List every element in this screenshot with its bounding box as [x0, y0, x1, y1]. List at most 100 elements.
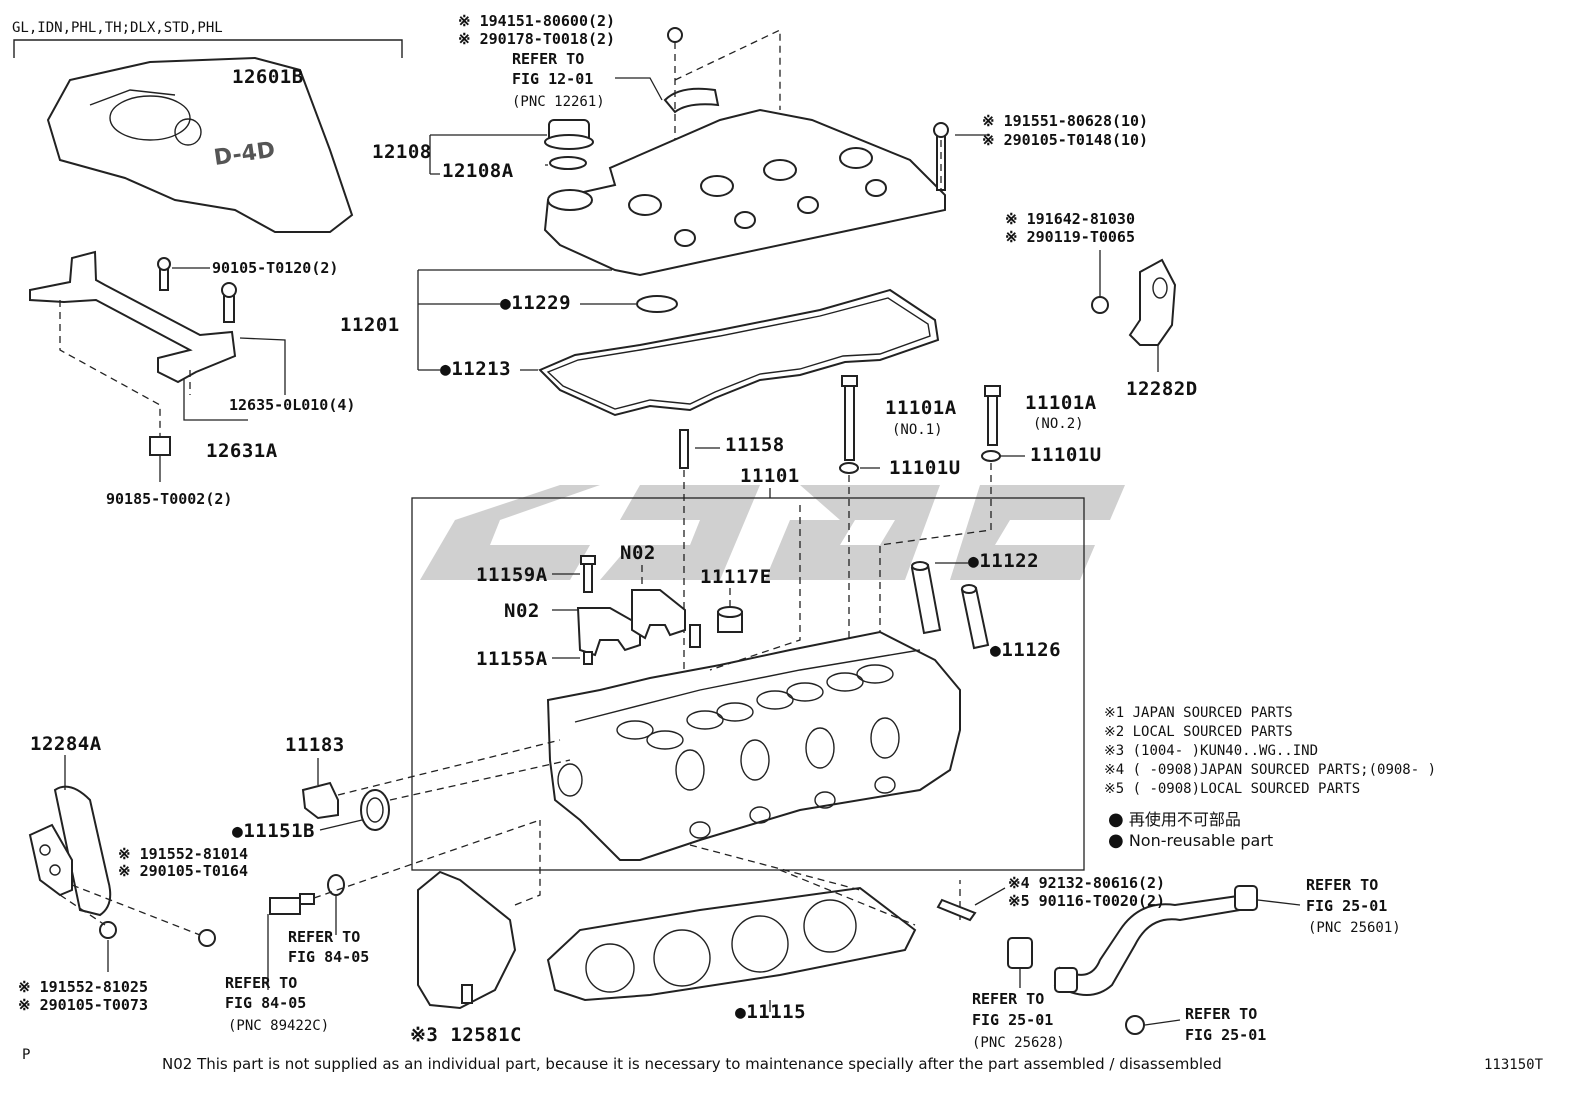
non-reusable-dot: ● [440, 359, 452, 380]
cylinder-head-frame [411, 497, 1085, 871]
refer-84-a-line1[interactable]: REFER TO [288, 928, 361, 946]
part-11101A-no2-sub: (NO.2) [1033, 416, 1084, 432]
part-11101A-no1-sub: (NO.1) [892, 422, 943, 438]
footer-left-mark: P [22, 1047, 31, 1063]
legend-dot-icon: ● [1108, 809, 1124, 830]
part-12282D[interactable]: 12282D [1126, 378, 1198, 400]
part-11101[interactable]: 11101 [740, 465, 800, 487]
valve-guides [910, 561, 995, 651]
ref-cap-bolt-1[interactable]: ※ 194151-80600(2) [458, 12, 616, 30]
part-11122[interactable]: ●11122 [968, 550, 1039, 572]
oil-filler-cap [429, 119, 594, 175]
refer-pnc-12261[interactable]: (PNC 12261) [512, 94, 605, 110]
ref-hook-bolt-2[interactable]: ※ 290119-T0065 [1005, 228, 1135, 246]
head-bolts [679, 375, 1025, 720]
part-11101A-no1[interactable]: 11101A [885, 397, 957, 419]
ref-hook2-bolt-3[interactable]: ※ 191552-81025 [18, 978, 148, 996]
part-11201[interactable]: 11201 [340, 314, 400, 336]
part-11158[interactable]: 11158 [725, 434, 785, 456]
refer-25-b-line1[interactable]: REFER TO [972, 990, 1045, 1008]
refer-25-a-pnc[interactable]: (PNC 25601) [1308, 920, 1401, 936]
applicability-label: GL,IDN,PHL,TH;DLX,STD,PHL [12, 20, 223, 36]
part-11117E[interactable]: 11117E [700, 566, 772, 588]
part-11155A[interactable]: 11155A [476, 648, 548, 670]
part-N02-upper[interactable]: N02 [620, 542, 656, 564]
part-12284A[interactable]: 12284A [30, 733, 102, 755]
part-11101U-2[interactable]: 11101U [1030, 444, 1102, 466]
legend-line-4: ※4 ( -0908)JAPAN SOURCED PARTS;(0908- ) [1104, 762, 1437, 778]
part-11126-text: 11126 [1001, 639, 1062, 661]
ref-cover-bolt-2[interactable]: ※ 290105-T0148(10) [982, 131, 1149, 149]
watermark-logo [420, 485, 1125, 580]
legend-dot-icon: ● [1108, 830, 1124, 851]
ref-cover-bolt-1[interactable]: ※ 191551-80628(10) [982, 112, 1149, 130]
refer-84-b-line1[interactable]: REFER TO [225, 974, 298, 992]
refer-25-a-line1[interactable]: REFER TO [1306, 876, 1379, 894]
ref-hook-bolt-1[interactable]: ※ 191642-81030 [1005, 210, 1135, 228]
non-reusable-dot: ● [232, 821, 244, 842]
part-11101U-1[interactable]: 11101U [889, 457, 961, 479]
footer-note: N02 This part is not supplied as an indi… [162, 1055, 1222, 1073]
cover-bracket [29, 250, 286, 482]
part-N02-lower[interactable]: N02 [504, 600, 540, 622]
legend-line-5: ※5 ( -0908)LOCAL SOURCED PARTS [1104, 781, 1361, 797]
non-reusable-dot: ● [500, 293, 512, 314]
legend-non-reusable-en: ● Non-reusable part [1108, 830, 1273, 851]
refer-84-b-line2[interactable]: FIG 84-05 [225, 994, 307, 1012]
legend-line-2: ※2 LOCAL SOURCED PARTS [1104, 724, 1293, 740]
ref-cap-bolt-2[interactable]: ※ 290178-T0018(2) [458, 30, 616, 48]
refer-25-b-pnc[interactable]: (PNC 25628) [972, 1035, 1065, 1051]
part-11151B-text: 11151B [243, 820, 315, 842]
part-11229[interactable]: ●11229 [500, 292, 571, 314]
legend-non-reusable-jp-text: 再使用不可部品 [1128, 810, 1241, 829]
part-12108[interactable]: 12108 [372, 141, 432, 163]
cylinder-head-cover [543, 28, 990, 277]
part-12581C[interactable]: ※3 12581C [410, 1024, 522, 1046]
engine-hook-rear [1091, 250, 1177, 372]
non-reusable-dot: ● [990, 640, 1002, 661]
ref-hook2-bolt-1[interactable]: ※ 191552-81014 [118, 845, 248, 863]
part-11151B[interactable]: ●11151B [232, 820, 315, 842]
part-11159A[interactable]: 11159A [476, 564, 548, 586]
part-11126[interactable]: ●11126 [990, 639, 1061, 661]
ref-stud-2[interactable]: ※5 90116-T0020(2) [1008, 892, 1166, 910]
applicability-bracket [13, 39, 403, 58]
part-11229-text: 11229 [511, 292, 572, 314]
refer-25-b-line2[interactable]: FIG 25-01 [972, 1011, 1054, 1029]
part-11213[interactable]: ●11213 [440, 358, 511, 380]
head-cover-gasket [417, 269, 940, 417]
part-12635-0L010[interactable]: 12635-0L010(4) [229, 396, 356, 414]
ref-hook2-bolt-2[interactable]: ※ 290105-T0164 [118, 862, 248, 880]
ref-stud-1[interactable]: ※4 92132-80616(2) [1008, 874, 1166, 892]
part-12601B[interactable]: 12601B [232, 66, 304, 88]
refer-25-c-line1[interactable]: REFER TO [1185, 1005, 1258, 1023]
part-12108A[interactable]: 12108A [442, 160, 514, 182]
refer-25-c-line2[interactable]: FIG 25-01 [1185, 1026, 1267, 1044]
timing-cover-plate [417, 820, 541, 1010]
engine-cover: D-4D [46, 56, 354, 233]
legend-non-reusable-en-text: Non-reusable part [1128, 831, 1274, 850]
ref-hook2-bolt-4[interactable]: ※ 290105-T0073 [18, 996, 148, 1014]
non-reusable-dot: ● [968, 551, 980, 572]
coolant-temp-sensor [267, 819, 541, 990]
part-11183[interactable]: 11183 [285, 734, 345, 756]
non-reusable-dot: ● [735, 1002, 747, 1023]
part-12581C-mark: ※3 [410, 1024, 439, 1046]
head-plugs-seals [301, 739, 571, 831]
refer-84-b-pnc[interactable]: (PNC 89422C) [228, 1018, 330, 1034]
ref-90105-T0120[interactable]: 90105-T0120(2) [212, 259, 339, 277]
refer-fig-12-01[interactable]: FIG 12-01 [512, 70, 594, 88]
part-11122-text: 11122 [979, 550, 1040, 572]
refer-84-a-line2[interactable]: FIG 84-05 [288, 948, 370, 966]
refer-to-line1[interactable]: REFER TO [512, 50, 585, 68]
legend-line-1: ※1 JAPAN SOURCED PARTS [1104, 705, 1293, 721]
figure-id: 113150T [1484, 1057, 1544, 1073]
ref-90185-T0002[interactable]: 90185-T0002(2) [106, 490, 233, 508]
head-stud [936, 887, 1006, 922]
part-11115[interactable]: ●11115 [735, 1001, 806, 1023]
refer-25-a-line2[interactable]: FIG 25-01 [1306, 897, 1388, 915]
water-bypass-pipe [1007, 885, 1301, 1035]
part-11101A-no2[interactable]: 11101A [1025, 392, 1097, 414]
part-12631A[interactable]: 12631A [206, 440, 278, 462]
